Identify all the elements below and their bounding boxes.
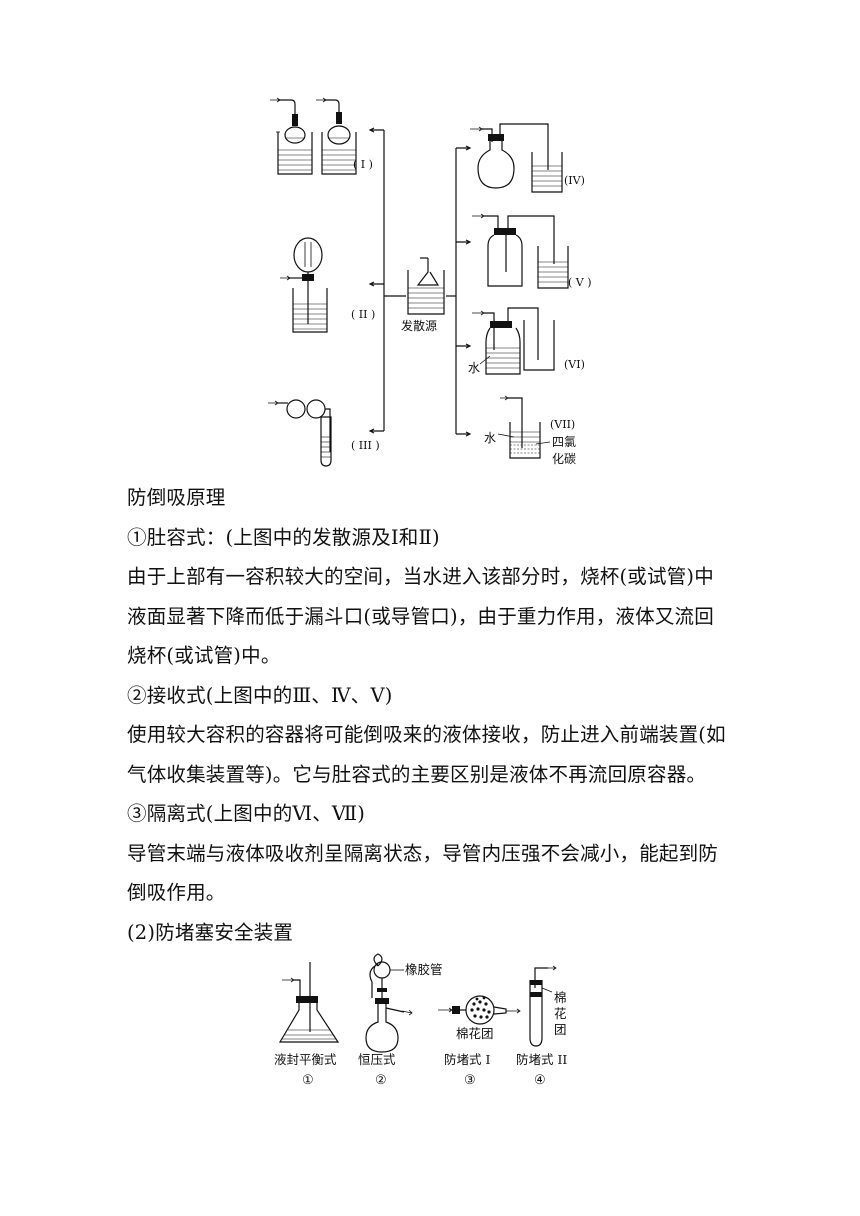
label-vi: (VI) [564,358,585,371]
cotton-vertical-1: 棉 [554,990,567,1005]
item2-body-line2: 气体收集装置等)。它与肚容式的主要区别是液体不再流回原容器。 [127,762,707,786]
center-label: 发散源 [401,318,437,333]
caption-4: 防堵式 II [516,1052,567,1067]
device-anti-block-1: 棉花团 防堵式 I ③ [438,995,521,1088]
section2-title: (2)防堵塞安全装置 [127,920,294,944]
anti-blockage-diagram: 液封平衡式 ① 橡胶管 恒压式 ② 棉花团 防堵式 I ③ [262,952,592,1102]
anti-suckback-diagram: ( I ) ( II ) ( III ) [258,92,598,472]
device-anti-block-2: 棉 花 团 防堵式 II ④ [516,965,567,1088]
device-i: ( I ) [270,97,373,175]
water-label-vii: 水 [484,431,496,445]
item1-body-line3: 烧杯(或试管)中。 [127,644,281,667]
num-2: ② [375,1073,387,1088]
device-liquid-seal: 液封平衡式 ① [274,962,340,1088]
ccl4-label-2: 化碳 [552,452,576,466]
label-v: ( V ) [568,276,592,289]
device-vii: 水 (VII) 四氯 化碳 [484,395,576,466]
device-iv: (IV) [470,123,585,193]
cotton-vertical-2: 花 [554,1006,567,1021]
ccl4-label-1: 四氯 [552,435,576,449]
label-iii: ( III ) [351,439,380,452]
label-ii: ( II ) [351,308,375,321]
item1-body-line1: 由于上部有一容积较大的空间，当水进入该部分时，烧杯(或试管)中 [127,565,714,588]
device-ii: ( II ) [280,237,375,333]
item1-body-line2: 液面显著下降而低于漏斗口(或导管口)，由于重力作用，液体又流回 [127,604,714,628]
device-constant-pressure: 橡胶管 恒压式 ② [358,953,443,1088]
caption-1: 液封平衡式 [274,1052,337,1067]
item3-title: ③隔离式(上图中的Ⅵ、Ⅶ) [127,802,366,825]
central-source: 发散源 [401,257,445,333]
item1-title: ①肚容式：(上图中的发散源及Ⅰ和Ⅱ) [127,525,440,549]
item2-title: ②接收式(上图中的Ⅲ、Ⅳ、Ⅴ) [127,683,393,707]
num-1: ① [302,1073,314,1088]
num-4: ④ [534,1073,546,1088]
device-v: ( V ) [472,213,592,289]
cotton-vertical-3: 团 [554,1022,567,1037]
left-bracket [368,127,406,434]
caption-2: 恒压式 [358,1052,396,1067]
caption-3: 防堵式 I [444,1052,490,1067]
label-iv: (IV) [564,174,585,187]
num-3: ③ [464,1073,476,1088]
label-i: ( I ) [353,158,373,171]
device-vi: 水 (VI) [468,307,585,375]
device-iii: ( III ) [268,399,380,467]
right-bracket [446,145,472,437]
item3-body-line1: 导管末端与液体吸收剂呈隔离状态，导管内压强不会减小，能起到防 [127,841,719,865]
heading-anti-suckback: 防倒吸原理 [127,486,226,509]
item3-body-line2: 倒吸作用。 [127,881,226,904]
water-label-vi: 水 [468,361,480,375]
label-vii: (VII) [550,418,575,431]
rubber-tube-label: 橡胶管 [405,962,443,977]
item2-body-line1: 使用较大容积的容器将可能倒吸来的液体接收，防止进入前端装置(如 [127,723,726,746]
cotton-ball-label: 棉花团 [456,1026,494,1041]
principle-text: 防倒吸原理 ①肚容式：(上图中的发散源及Ⅰ和Ⅱ) 由于上部有一容积较大的空间，当… [127,478,747,952]
